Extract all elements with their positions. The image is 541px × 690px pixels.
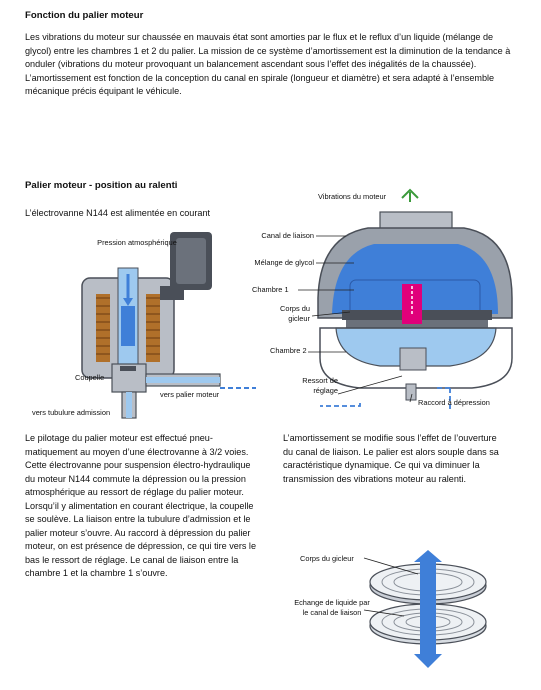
section-heading: Fonction du palier moteur — [25, 10, 144, 21]
label-pression-atmospherique: Pression atmosphérique — [97, 238, 177, 247]
label-vers-palier-moteur: vers palier moteur — [160, 390, 220, 399]
label-vers-tubulure-admission: vers tubulure admission — [32, 408, 111, 417]
intro-paragraph: Les vibrations du moteur sur chaussée en… — [25, 32, 511, 96]
nozzle-disc-figure: Corps du gicleur Echange de liquide par … — [294, 544, 530, 684]
label-coupelle: Coupelle — [75, 373, 105, 382]
label-raccord-depression: Raccord à dépression — [418, 398, 490, 407]
label-corps-gicleur: Corps du gicleur — [280, 304, 310, 323]
label-melange-glycol: Mélange de glycol — [254, 258, 314, 267]
solenoid-valve-drawing — [81, 232, 256, 419]
label-chambre-2: Chambre 2 — [270, 346, 307, 355]
engine-mount-drawing — [298, 188, 513, 410]
label-vibrations-moteur: Vibrations du moteur — [318, 192, 387, 201]
text-column-right: L’amortissement se modifie sous l’effet … — [283, 433, 499, 484]
label-chambre-1: Chambre 1 — [252, 285, 289, 294]
figure-caption: L’électrovanne N144 est alimentée en cou… — [25, 208, 211, 218]
label-ressort-reglage: Ressort de réglage — [302, 376, 338, 395]
label-canal-de-liaison: Canal de liaison — [261, 231, 314, 240]
label-echange-liquide: Echange de liquide par le canal de liais… — [294, 598, 370, 617]
text-column-left: Le pilotage du palier moteur est effectu… — [25, 433, 257, 578]
solenoid-valve-figure: Pression atmosphérique Coupelle vers pal… — [20, 228, 260, 423]
engine-mount-figure: Vibrations du moteur Canal de liaison Mé… — [250, 188, 532, 416]
label-corps-du-gicleur: Corps du gicleur — [300, 554, 354, 563]
nozzle-disc-drawing — [363, 550, 487, 668]
subsection-heading: Palier moteur - position au ralenti — [25, 180, 178, 191]
